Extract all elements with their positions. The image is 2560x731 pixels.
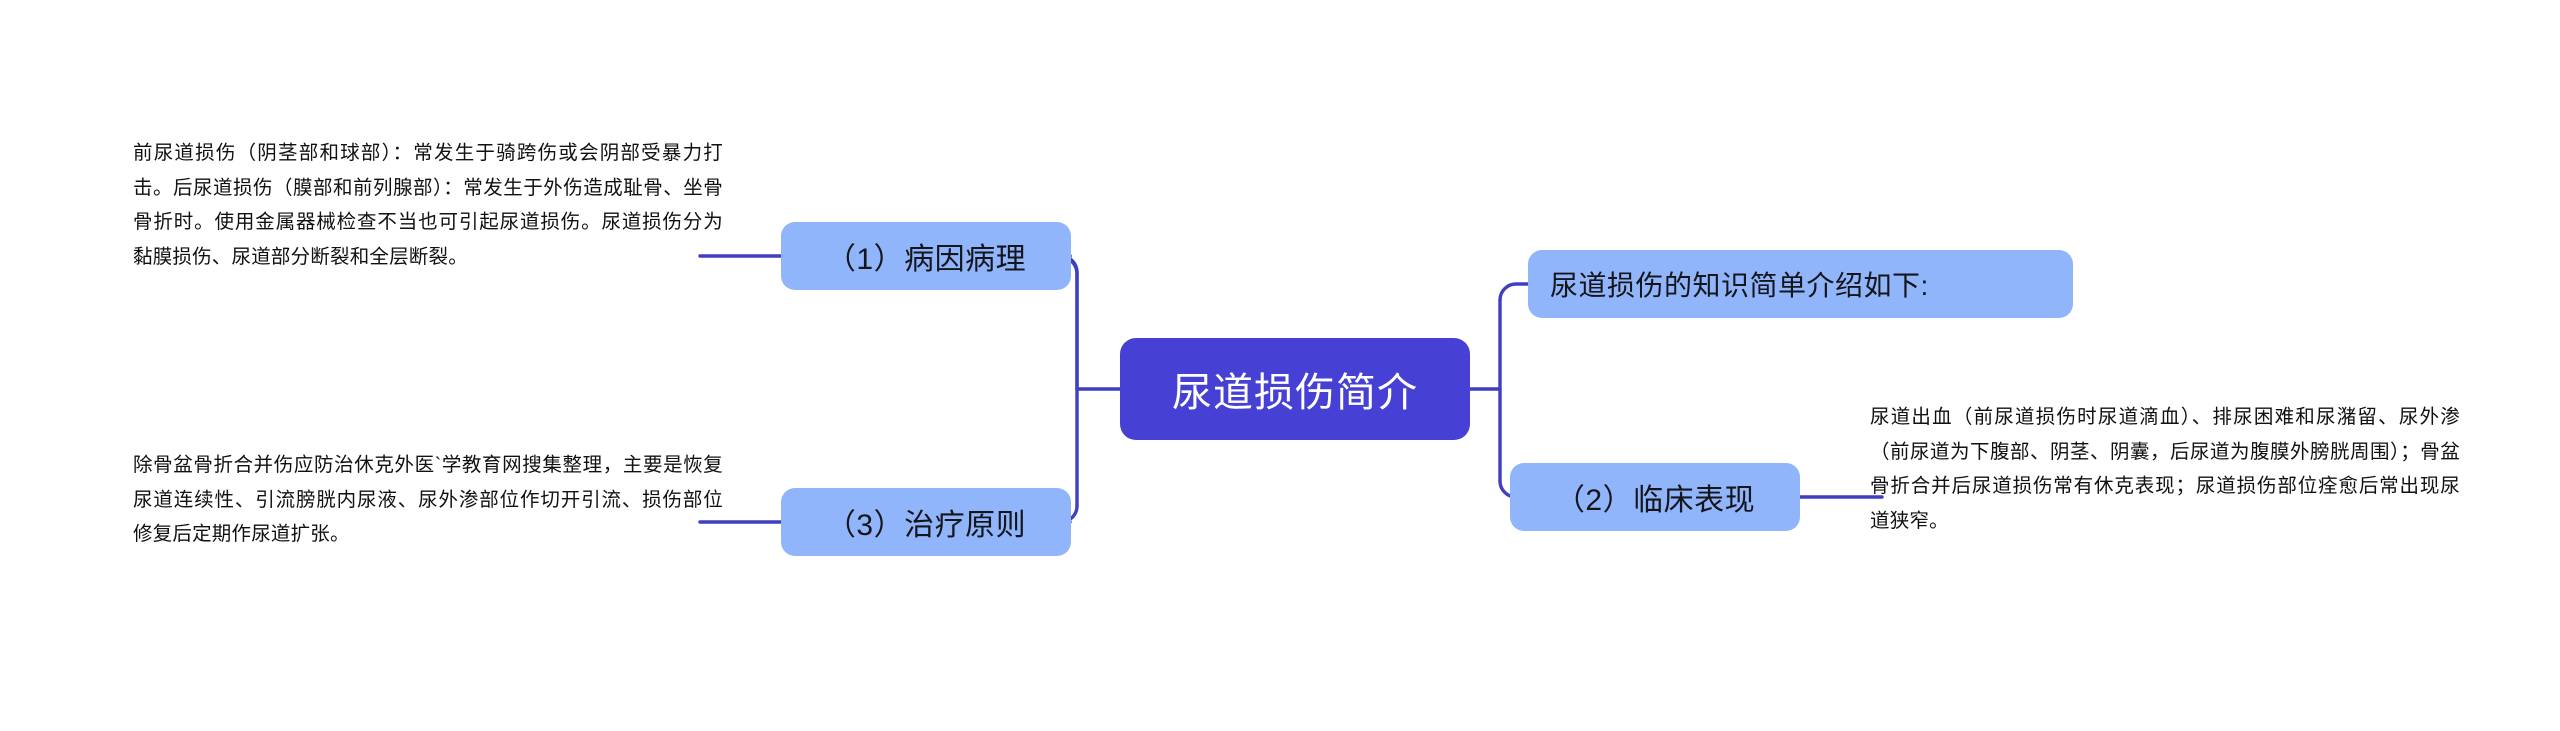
paragraph-treatment-detail: 除骨盆骨折合并伤应防治休克外医`学教育网搜集整理，主要是恢复尿道连续性、引流膀胱… [133,454,723,546]
branch-node-intro[interactable]: 尿道损伤的知识简单介绍如下: [1528,250,2073,318]
branch-node-cause-label: （1）病因病理 [825,243,1027,276]
root-node-label: 尿道损伤简介 [1172,371,1418,415]
root-node[interactable]: 尿道损伤简介 [1120,338,1470,440]
branch-node-intro-label: 尿道损伤的知识简单介绍如下: [1550,270,1929,301]
paragraph-cause-detail: 前尿道损伤（阴茎部和球部）：常发生于骑跨伤或会阴部受暴力打击。后尿道损伤（膜部和… [133,142,723,269]
branch-node-clinical[interactable]: （2）临床表现 [1510,463,1800,531]
branch-node-treatment-label: （3）治疗原则 [825,509,1027,542]
branch-node-clinical-label: （2）临床表现 [1554,484,1756,517]
branch-node-cause[interactable]: （1）病因病理 [781,222,1071,290]
branch-node-treatment[interactable]: （3）治疗原则 [781,488,1071,556]
paragraph-clinical-detail: 尿道出血（前尿道损伤时尿道滴血）、排尿困难和尿潴留、尿外渗（前尿道为下腹部、阴茎… [1870,406,2460,533]
connector-right-corner-top [1498,282,1530,302]
